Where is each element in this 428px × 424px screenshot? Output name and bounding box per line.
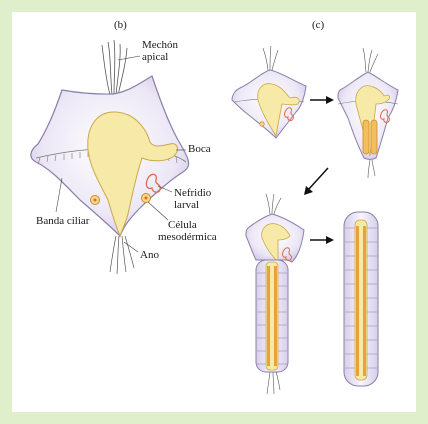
stage-2-larva <box>337 47 399 179</box>
pointer-anus <box>123 241 139 253</box>
pointer-nephridium <box>157 185 173 193</box>
pointer-mesoderm <box>147 201 169 221</box>
stage-3-segments <box>255 259 289 373</box>
arrow-down-left-icon <box>304 167 329 195</box>
label-mouth: Boca <box>188 143 211 155</box>
larval-nephridium <box>145 173 161 193</box>
label-larval-nephridium-line2: larval <box>174 199 200 211</box>
label-ciliary-band: Banda ciliar <box>36 215 90 227</box>
anal-cilia <box>109 235 135 275</box>
label-larval-nephridium-line1: Nefridio <box>174 187 212 199</box>
label-apical-tuft-line2: apical <box>142 51 169 63</box>
arrow-right-icon <box>310 96 334 104</box>
stage-3-larva <box>245 193 305 395</box>
mesodermal-cell-left <box>90 195 100 205</box>
larval-gut <box>87 111 178 238</box>
label-mesodermal-cell-line1: Célula <box>168 219 197 231</box>
pointer-ciliary <box>55 177 63 213</box>
arrow-right-icon <box>310 236 334 244</box>
mesodermal-cell-right <box>141 193 151 203</box>
apical-tuft <box>101 39 128 96</box>
label-mesodermal-cell-line2: mesodérmica <box>158 231 217 243</box>
stage-4-juvenile-worm <box>343 211 379 387</box>
pointer-apical <box>117 55 141 61</box>
large-trochophore <box>30 39 190 275</box>
label-anus: Ano <box>140 249 159 261</box>
label-apical-tuft-line1: Mechón <box>142 39 179 51</box>
stage-1-larva <box>231 45 307 139</box>
panel-c-label: (c) <box>312 19 325 31</box>
panel-b-label: (b) <box>114 19 127 31</box>
